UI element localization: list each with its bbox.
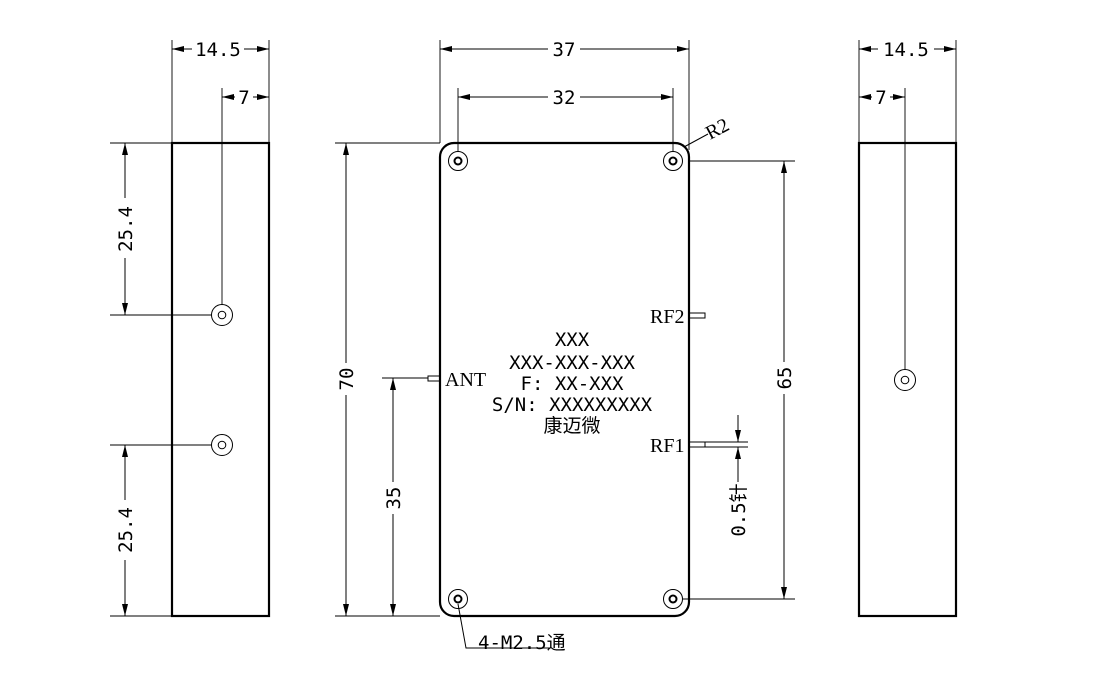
left-side-view: 14.5 7 25.4 25.4 bbox=[110, 38, 271, 618]
nameplate-line-5: 康迈微 bbox=[543, 415, 600, 437]
front-width-dimension: 37 bbox=[553, 39, 576, 61]
ant-label: ANT bbox=[445, 369, 486, 391]
ant-height-dimension: 35 bbox=[383, 487, 405, 510]
left-width-dimension: 14.5 bbox=[195, 39, 241, 61]
hole-vertical-dimension: 65 bbox=[774, 367, 796, 390]
corner-radius-label: R2 bbox=[702, 114, 733, 144]
left-connector-upper bbox=[211, 304, 233, 326]
mount-hole-top-right bbox=[663, 151, 683, 171]
nameplate-line-1: XXX bbox=[555, 329, 590, 351]
right-width-dimension: 14.5 bbox=[883, 39, 929, 61]
rf2-pin bbox=[688, 312, 706, 319]
nameplate-line-2: XXX-XXX-XXX bbox=[509, 352, 635, 374]
left-upper-dimension: 25.4 bbox=[115, 206, 137, 252]
mount-hole-bottom-right bbox=[663, 589, 683, 609]
nameplate-line-3: F: XX-XXX bbox=[521, 373, 625, 395]
ant-pin bbox=[427, 375, 441, 382]
rf1-label: RF1 bbox=[650, 435, 684, 457]
right-connector bbox=[894, 369, 916, 391]
right-half-dimension: 7 bbox=[875, 87, 886, 109]
left-half-dimension: 7 bbox=[238, 87, 249, 109]
pin-dimension: 0.5针 bbox=[728, 483, 750, 536]
mount-hole-top-left bbox=[448, 151, 468, 171]
left-connector-lower bbox=[211, 434, 233, 456]
nameplate: XXX XXX-XXX-XXX F: XX-XXX S/N: XXXXXXXXX… bbox=[492, 329, 653, 437]
left-lower-dimension: 25.4 bbox=[115, 507, 137, 553]
mount-hole-bottom-left bbox=[448, 589, 468, 609]
left-body-outline bbox=[170, 141, 271, 618]
rf2-label: RF2 bbox=[650, 306, 684, 328]
rf1-pin bbox=[688, 441, 706, 448]
front-view: ANT RF2 RF1 XXX XXX-XXX-XXX F: XX-XXX S/… bbox=[335, 38, 796, 654]
front-hole-spacing-dimension: 32 bbox=[553, 87, 576, 109]
mount-holes-label: 4-M2.5通 bbox=[478, 632, 566, 654]
nameplate-line-4: S/N: XXXXXXXXX bbox=[492, 394, 653, 416]
right-body-outline bbox=[857, 141, 958, 618]
front-height-dimension: 70 bbox=[336, 368, 358, 391]
right-side-view: 14.5 7 bbox=[857, 38, 958, 618]
